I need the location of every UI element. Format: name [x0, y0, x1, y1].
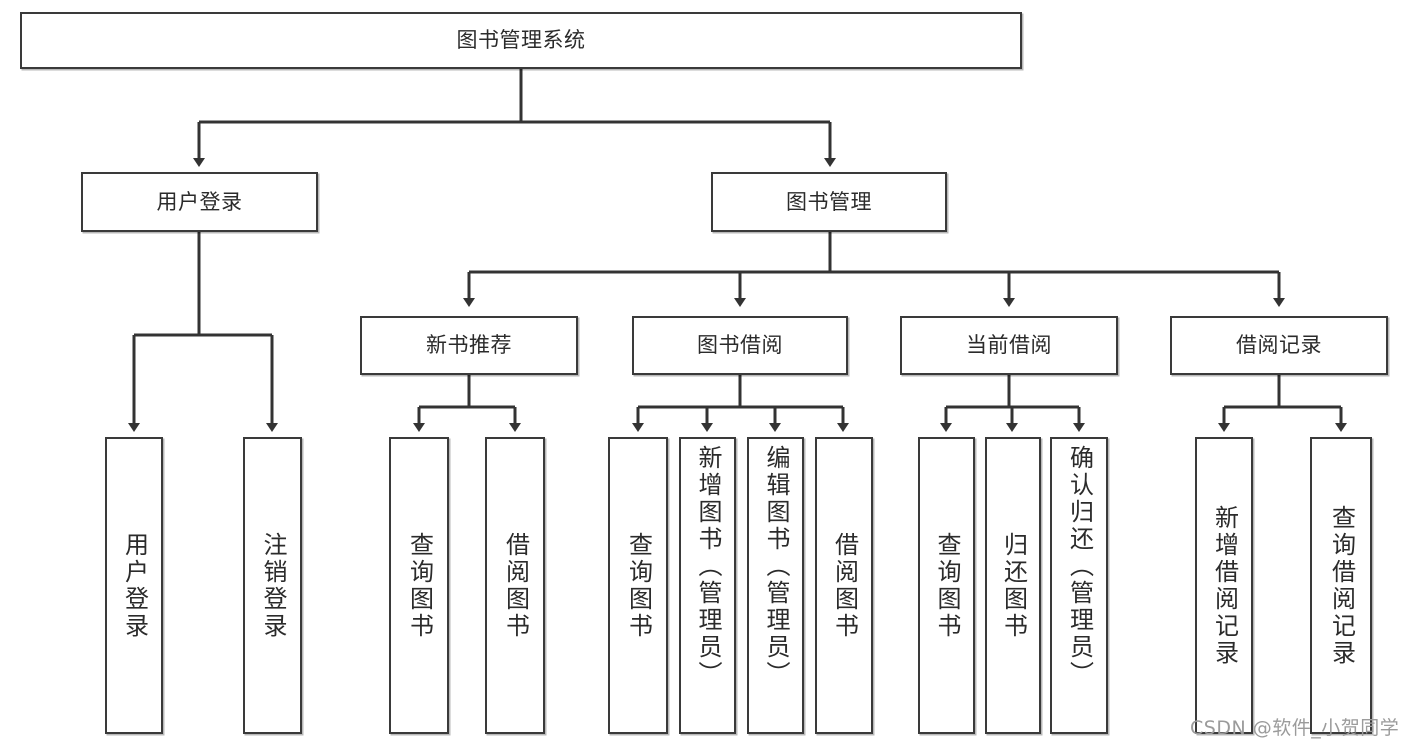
node-label: 查询图书 — [405, 531, 434, 640]
node-leaf-add-borrow-record[interactable]: 新增借阅记录 — [1195, 437, 1253, 734]
node-leaf-logout[interactable]: 注销登录 — [243, 437, 302, 734]
node-leaf-user-login[interactable]: 用户登录 — [105, 437, 163, 734]
node-label: 当前借阅 — [966, 333, 1052, 358]
node-label: 注销登录 — [258, 531, 287, 640]
node-leaf-borrow-book-recommend[interactable]: 借阅图书 — [485, 437, 545, 734]
node-user-login[interactable]: 用户登录 — [81, 172, 318, 232]
node-label: 新增借阅记录 — [1210, 504, 1239, 667]
node-label: 图书管理系统 — [456, 28, 586, 53]
node-label: 归还图书 — [999, 531, 1028, 640]
node-leaf-return-book[interactable]: 归还图书 — [985, 437, 1041, 734]
node-borrow-record[interactable]: 借阅记录 — [1170, 316, 1388, 375]
node-label: 用户登录 — [120, 531, 149, 640]
node-book-borrow[interactable]: 图书借阅 — [632, 316, 848, 375]
node-book-management[interactable]: 图书管理 — [711, 172, 947, 232]
node-label: 图书管理 — [786, 189, 872, 214]
node-leaf-borrow-book[interactable]: 借阅图书 — [815, 437, 873, 734]
node-label: 新增图书（管理员） — [693, 445, 722, 688]
node-root-system[interactable]: 图书管理系统 — [20, 12, 1022, 69]
node-label: 查询借阅记录 — [1327, 504, 1356, 667]
node-leaf-add-book-admin[interactable]: 新增图书（管理员） — [679, 437, 736, 734]
node-leaf-query-book-current[interactable]: 查询图书 — [918, 437, 975, 734]
node-leaf-query-borrow-record[interactable]: 查询借阅记录 — [1310, 437, 1372, 734]
node-leaf-edit-book-admin[interactable]: 编辑图书（管理员） — [747, 437, 804, 734]
node-leaf-confirm-return-admin[interactable]: 确认归还（管理员） — [1050, 437, 1108, 734]
node-label: 用户登录 — [156, 189, 243, 214]
node-label: 借阅记录 — [1236, 333, 1322, 358]
node-label: 借阅图书 — [501, 531, 530, 640]
node-label: 借阅图书 — [830, 531, 859, 640]
node-new-book-recommend[interactable]: 新书推荐 — [360, 316, 578, 375]
node-label: 编辑图书（管理员） — [761, 445, 790, 688]
node-current-borrow[interactable]: 当前借阅 — [900, 316, 1118, 375]
node-leaf-query-book-recommend[interactable]: 查询图书 — [389, 437, 449, 734]
node-leaf-query-book-borrow[interactable]: 查询图书 — [608, 437, 668, 734]
node-label: 新书推荐 — [426, 333, 512, 358]
node-label: 查询图书 — [624, 531, 653, 640]
node-label: 图书借阅 — [697, 333, 783, 358]
node-label: 查询图书 — [932, 531, 961, 640]
node-label: 确认归还（管理员） — [1065, 445, 1094, 688]
